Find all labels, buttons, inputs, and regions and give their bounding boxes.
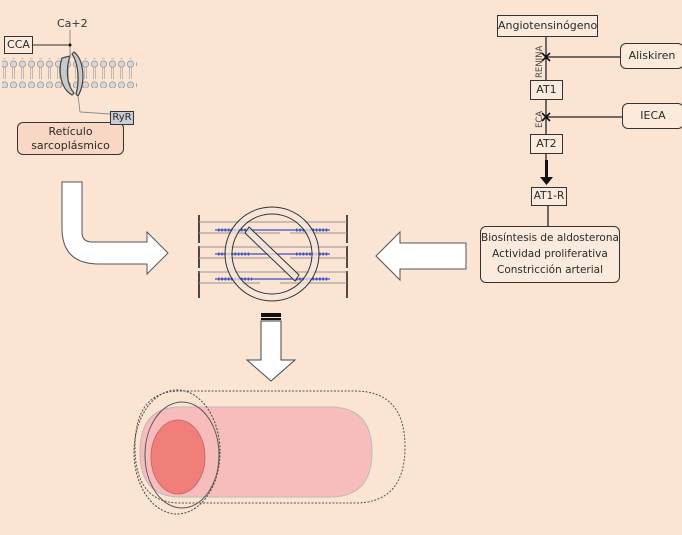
aliskiren-box: Aliskiren [620,43,682,69]
block-point [68,43,72,47]
angiotensinogen-box: Angiotensinógeno [497,15,598,37]
at1-label: AT1 [536,83,557,96]
at1r-box: AT1-R [531,187,567,206]
angiotensinogen-label: Angiotensinógeno [498,19,598,32]
at2-box: AT2 [530,134,563,154]
renin-block-icon [541,52,551,62]
ieca-box: IECA [622,103,682,129]
eca-block-icon [541,112,551,122]
l-arrow-icon [61,181,169,276]
eca-label: ECA [535,111,545,128]
prohibition-icon [224,206,320,302]
cell-membrane [2,58,137,88]
aliskiren-label: Aliskiren [628,49,676,62]
at2-label: AT2 [536,137,557,150]
cca-box: CCA [4,36,33,54]
effect-item: Actividad proliferativa [492,248,608,260]
left-arrow-icon [375,230,467,282]
at1r-label: AT1-R [533,190,565,202]
thick-down-arrow-icon [540,160,553,185]
reticulum-box: Retículo sarcoplásmico [17,122,124,155]
renin-label: RENINA [535,45,545,78]
reticulum-line2: sarcoplásmico [31,139,110,152]
at1-box: AT1 [530,80,563,100]
ryr-label: RyR [112,112,132,123]
calcium-channel-icon [59,51,84,97]
cca-label: CCA [7,38,30,51]
ieca-label: IECA [640,109,666,122]
blood-vessel-icon [133,389,406,515]
effects-box: Biosíntesis de aldosterona Actividad pro… [480,226,620,283]
ion-label: Ca+2 [57,17,88,30]
effect-item: Constricción arterial [496,264,604,276]
ryr-box: RyR [110,111,134,125]
ryr-connector [77,95,111,115]
down-arrow-icon [245,313,297,382]
effect-item: Biosíntesis de aldosterona [481,232,619,244]
reticulum-line1: Retículo [48,125,93,138]
